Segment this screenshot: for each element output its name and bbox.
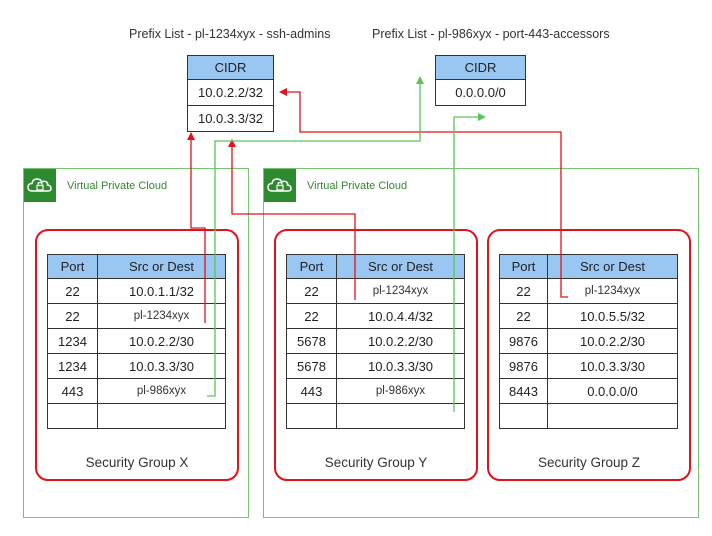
table-header-row: Port Src or Dest — [499, 254, 678, 279]
vpc-left: Virtual Private Cloud — [23, 168, 249, 518]
prefix-list-row: 0.0.0.0/0 — [455, 85, 506, 100]
security-group-x-label: Security Group X — [85, 455, 189, 470]
src-cell: pl-1234xyx — [336, 278, 465, 304]
src-cell: 10.0.2.2/30 — [97, 328, 226, 354]
cloud-lock-icon — [24, 169, 56, 202]
security-group-y — [274, 229, 478, 481]
security-group-y-label: Security Group Y — [324, 455, 428, 470]
port-cell: 9876 — [499, 328, 548, 354]
link-y-ssh-admins — [228, 139, 356, 300]
port-cell: 443 — [286, 378, 337, 404]
cloud-lock-icon — [264, 169, 296, 202]
vpc-right: Virtual Private Cloud — [263, 168, 699, 518]
src-cell: 10.0.4.4/32 — [336, 303, 465, 329]
link-y-port-443 — [453, 113, 486, 412]
prefix-list-header: CIDR — [436, 56, 525, 80]
security-group-x — [35, 229, 239, 481]
src-cell: 10.0.3.3/30 — [336, 353, 465, 379]
port-cell: 22 — [286, 303, 337, 329]
col-src-dest: Src or Dest — [336, 254, 465, 279]
vpc-label: Virtual Private Cloud — [67, 180, 168, 192]
prefix-list-title-port-443: Prefix List - pl-986xyx - port-443-acces… — [372, 27, 610, 41]
table-row — [47, 403, 226, 429]
src-cell: 10.0.2.2/30 — [547, 328, 678, 354]
prefix-list-title-ssh-admins: Prefix List - pl-1234xyx - ssh-admins — [129, 27, 331, 41]
src-cell — [547, 403, 678, 429]
src-cell: 0.0.0.0/0 — [547, 378, 678, 404]
link-x-ssh-admins — [187, 132, 206, 323]
port-cell: 9876 — [499, 353, 548, 379]
port-cell: 1234 — [47, 353, 98, 379]
src-cell: 10.0.3.3/30 — [97, 353, 226, 379]
port-cell: 1234 — [47, 328, 98, 354]
col-port: Port — [499, 254, 548, 279]
port-cell: 22 — [47, 278, 98, 304]
col-port: Port — [47, 254, 98, 279]
table-header-row: Port Src or Dest — [286, 254, 465, 279]
link-z-ssh-admins — [279, 88, 568, 298]
prefix-list-port-443: CIDR 0.0.0.0/0 — [435, 55, 526, 106]
table-row — [499, 403, 678, 429]
vpc-label: Virtual Private Cloud — [307, 180, 408, 192]
src-cell — [97, 403, 226, 429]
col-port: Port — [286, 254, 337, 279]
src-cell — [336, 403, 465, 429]
prefix-list-ssh-admins: CIDR 10.0.2.2/32 10.0.3.3/32 — [187, 55, 274, 132]
prefix-list-row: 10.0.2.2/32 — [188, 80, 273, 106]
port-cell: 22 — [499, 303, 548, 329]
table-row — [286, 403, 465, 429]
link-x-port-443 — [207, 76, 424, 397]
port-cell: 8443 — [499, 378, 548, 404]
col-src-dest: Src or Dest — [547, 254, 678, 279]
security-group-z-label: Security Group Z — [537, 455, 641, 470]
prefix-list-row: 10.0.3.3/32 — [197, 111, 264, 126]
port-cell — [286, 403, 337, 429]
security-group-z — [487, 229, 691, 481]
prefix-list-header: CIDR — [188, 56, 273, 80]
